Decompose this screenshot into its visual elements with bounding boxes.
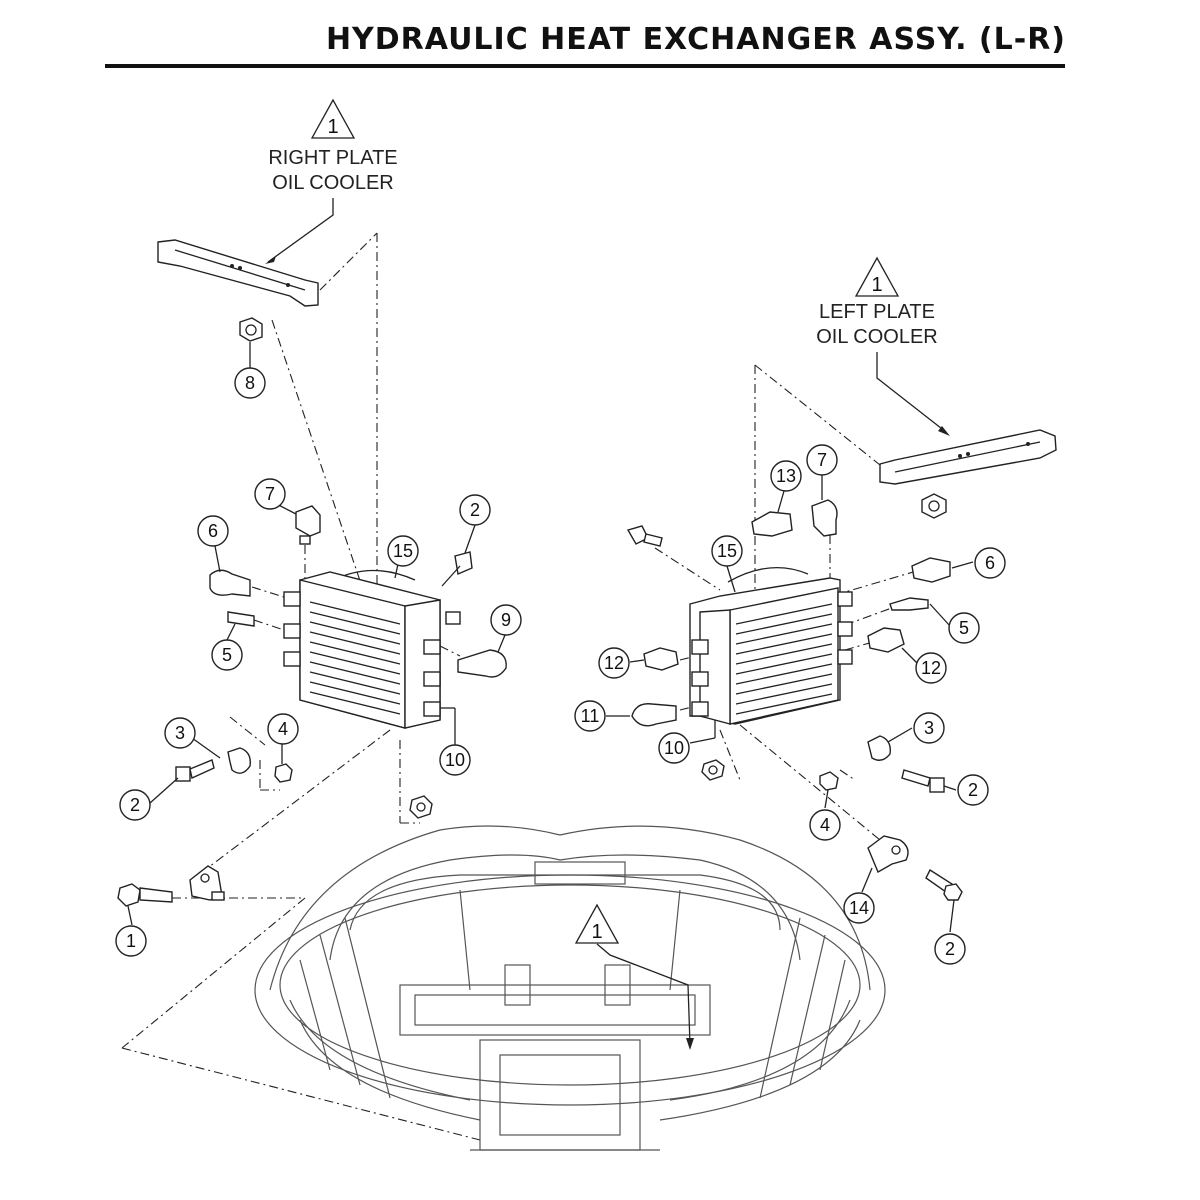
callout: 4 [809, 809, 841, 841]
machine-frame [254, 825, 886, 1151]
callout: 10 [658, 732, 690, 764]
nut-8 [239, 317, 263, 368]
note-number: 1 [591, 921, 602, 943]
callout-number: 8 [245, 373, 255, 393]
callout-number: 11 [581, 706, 600, 726]
callout-number: 7 [265, 484, 275, 504]
callout: 6 [197, 515, 229, 547]
left-lower-nut [701, 759, 725, 781]
callout-number: 2 [470, 500, 480, 520]
note-triangle [854, 256, 900, 297]
callout: 7 [806, 444, 838, 476]
callout: 11 [574, 700, 606, 732]
callout-number: 4 [278, 719, 288, 739]
callout: 7 [254, 478, 286, 510]
callout-number: 12 [604, 653, 624, 673]
right-lower-nut [409, 795, 433, 819]
note-line-2: OIL COOLER [816, 326, 938, 348]
left-bolt-2-upper [901, 769, 945, 793]
callout: 10 [439, 744, 471, 776]
note-number: 1 [871, 274, 882, 296]
callout: 2 [934, 933, 966, 965]
left-nut-4 [819, 771, 839, 791]
note-triangle [574, 903, 620, 944]
callout-number: 7 [817, 450, 827, 470]
right-bolt-2 [175, 759, 215, 782]
callout-number: 14 [849, 898, 869, 918]
callout: 2 [459, 494, 491, 526]
note-triangle [310, 98, 356, 139]
page-title: HYDRAULIC HEAT EXCHANGER ASSY. (L-R) [325, 22, 1066, 57]
right-clamp-3 [227, 747, 251, 774]
right-frame-bracket [189, 865, 225, 901]
callout: 12 [598, 647, 630, 679]
callout: 3 [913, 712, 945, 744]
callout-number: 13 [776, 466, 796, 486]
callout: 2 [957, 774, 989, 806]
callout: 5 [211, 639, 243, 671]
callout: 15 [387, 535, 419, 567]
callout: 5 [948, 612, 980, 644]
callout: 3 [164, 717, 196, 749]
callout-number: 1 [126, 931, 136, 951]
callout: 1 [115, 925, 147, 957]
callout: 6 [974, 547, 1006, 579]
note-right-plate: 1 RIGHT PLATE OIL COOLER [265, 98, 398, 264]
callout-number: 3 [924, 718, 934, 738]
callout: 4 [267, 713, 299, 745]
note-frame: 1 [574, 903, 694, 1050]
left-mounting-plate [879, 429, 1057, 485]
right-bolt-1 [117, 883, 173, 907]
note-number: 1 [327, 116, 338, 138]
right-heat-exchanger [283, 569, 441, 729]
callout: 2 [119, 789, 151, 821]
callout-number: 5 [959, 618, 969, 638]
left-bolt-2-lower [925, 868, 963, 901]
callout-number: 2 [968, 780, 978, 800]
callout: 12 [915, 652, 947, 684]
callout: 13 [770, 460, 802, 492]
left-frame-bracket [867, 835, 909, 874]
left-plate-nut [921, 493, 947, 519]
note-left-plate: 1 LEFT PLATE OIL COOLER [816, 256, 950, 436]
left-heat-exchanger [689, 566, 853, 725]
callout-number: 12 [921, 658, 941, 678]
callout-number: 5 [222, 645, 232, 665]
callout-number: 10 [445, 750, 465, 770]
callout-number: 6 [208, 521, 218, 541]
left-fittings [626, 499, 951, 727]
note-line-1: LEFT PLATE [819, 301, 935, 323]
callout-number: 4 [820, 815, 830, 835]
callout-number: 6 [985, 553, 995, 573]
callout: 8 [234, 367, 266, 399]
leader-lines [127, 475, 974, 933]
left-clamp-3 [867, 735, 891, 761]
title-rule [105, 64, 1065, 68]
right-mounting-plate [157, 239, 319, 307]
callout-number: 3 [175, 723, 185, 743]
right-fittings [209, 505, 507, 678]
callout-number: 10 [664, 738, 684, 758]
note-line-1: RIGHT PLATE [268, 147, 397, 169]
callout: 15 [711, 535, 743, 567]
callout: 9 [490, 604, 522, 636]
callout-number: 2 [945, 939, 955, 959]
callout-number: 15 [393, 541, 413, 561]
note-line-2: OIL COOLER [272, 172, 394, 194]
right-nut-4 [274, 763, 293, 783]
callout-number: 9 [501, 610, 511, 630]
callout-number: 2 [130, 795, 140, 815]
callout: 14 [843, 892, 875, 924]
callout-number: 15 [717, 541, 737, 561]
